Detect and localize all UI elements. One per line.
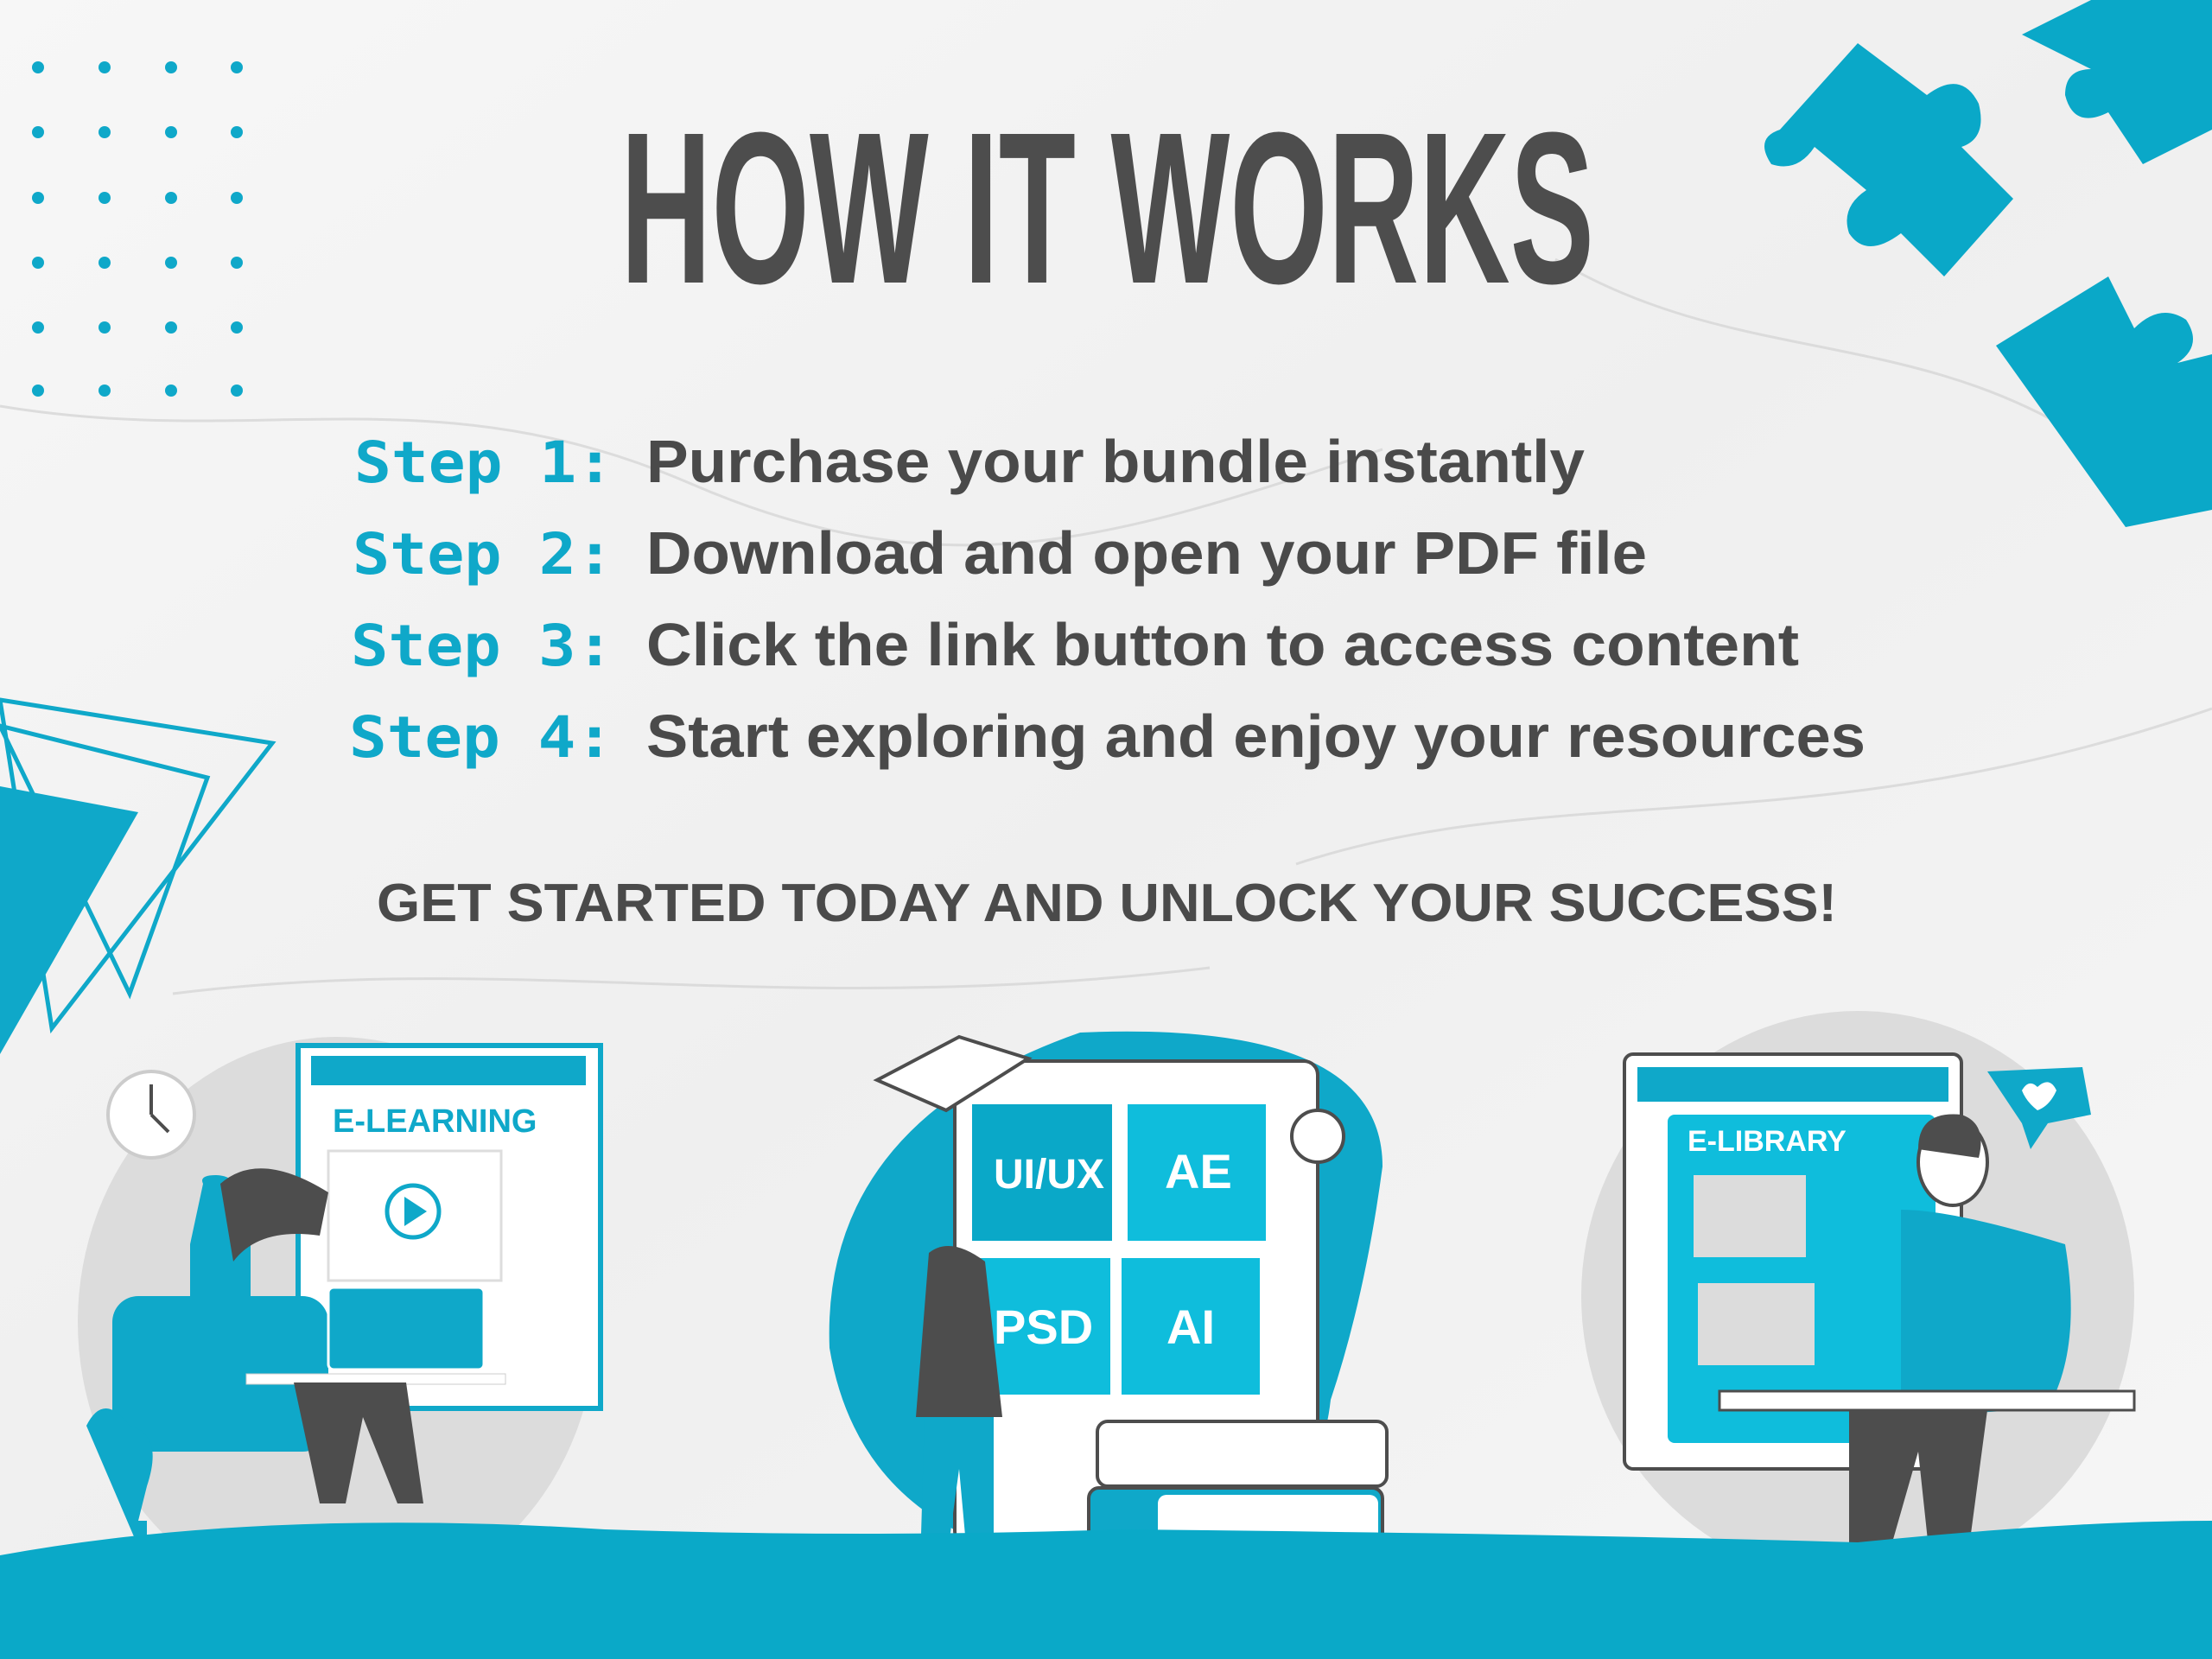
decorative-dot <box>165 126 177 138</box>
step-label: Step 1: <box>354 429 613 496</box>
step-text: Start exploring and enjoy your resources <box>646 702 1866 770</box>
tile-label: AE <box>1165 1144 1232 1198</box>
step-text: Download and open your PDF file <box>646 519 1647 587</box>
tile-ai <box>1122 1258 1260 1395</box>
call-to-action-text: GET STARTED TODAY AND UNLOCK YOUR SUCCES… <box>377 874 1837 933</box>
play-icon <box>385 1183 442 1240</box>
step-text: Click the link button to access content <box>646 611 1799 678</box>
e-learning-label: E-LEARNING <box>333 1103 537 1140</box>
graduation-cap <box>873 1034 1033 1113</box>
step-label: Step 4: <box>349 704 613 771</box>
decorative-dot <box>231 192 243 204</box>
book <box>1096 1420 1389 1488</box>
step-1: Step 1: Purchase your bundle instantly <box>354 428 1585 496</box>
steps-list: Step 1: Purchase your bundle instantly S… <box>349 428 1866 771</box>
tile-label: PSD <box>994 1300 1093 1354</box>
decorative-dot <box>165 257 177 269</box>
skills-tiles-illustration: UI/UX AE PSD AI <box>829 1031 1389 1573</box>
decorative-dot <box>99 257 111 269</box>
laptop <box>327 1286 486 1371</box>
decorative-dot <box>231 61 243 73</box>
step-label: Step 2: <box>353 521 613 588</box>
marble-veins <box>0 257 2212 995</box>
decorative-dot <box>231 321 243 334</box>
triangle-decoration <box>0 697 276 1054</box>
step-2: Step 2: Download and open your PDF file <box>353 519 1647 588</box>
step-text: Purchase your bundle instantly <box>646 428 1585 495</box>
decorative-dot <box>165 61 177 73</box>
decorative-dot <box>99 385 111 397</box>
decorative-dot <box>99 192 111 204</box>
e-library-illustration: E-LIBRARY <box>1581 1011 2136 1581</box>
step-4: Step 4: Start exploring and enjoy your r… <box>349 702 1866 771</box>
e-library-label: E-LIBRARY <box>1688 1125 1847 1158</box>
decorative-dot <box>32 192 44 204</box>
decorative-dot <box>165 192 177 204</box>
dot-grid-decoration <box>32 61 243 397</box>
tile-uiux <box>972 1104 1112 1241</box>
step-3: Step 3: Click the link button to access … <box>351 611 1799 679</box>
decorative-dot <box>165 321 177 334</box>
decorative-dot <box>165 385 177 397</box>
tile-label: UI/UX <box>994 1152 1104 1198</box>
decorative-dot <box>32 126 44 138</box>
decorative-dot <box>231 385 243 397</box>
decorative-dot <box>32 257 44 269</box>
decorative-dot <box>231 126 243 138</box>
bottom-wave <box>0 1521 2212 1659</box>
decorative-dot <box>32 321 44 334</box>
step-label: Step 3: <box>351 613 613 679</box>
tile-ae <box>1128 1104 1266 1241</box>
decorative-dot <box>32 385 44 397</box>
decorative-dot <box>99 126 111 138</box>
decorative-dot <box>32 61 44 73</box>
decorative-dot <box>99 321 111 334</box>
e-learning-illustration: E-LEARNING <box>78 1037 603 1607</box>
decorative-dot <box>231 257 243 269</box>
page-title: HOW IT WORKS <box>620 87 1594 328</box>
tile-label: AI <box>1166 1300 1215 1354</box>
decorative-dot <box>99 61 111 73</box>
puzzle-pieces-decoration <box>1764 0 2212 527</box>
